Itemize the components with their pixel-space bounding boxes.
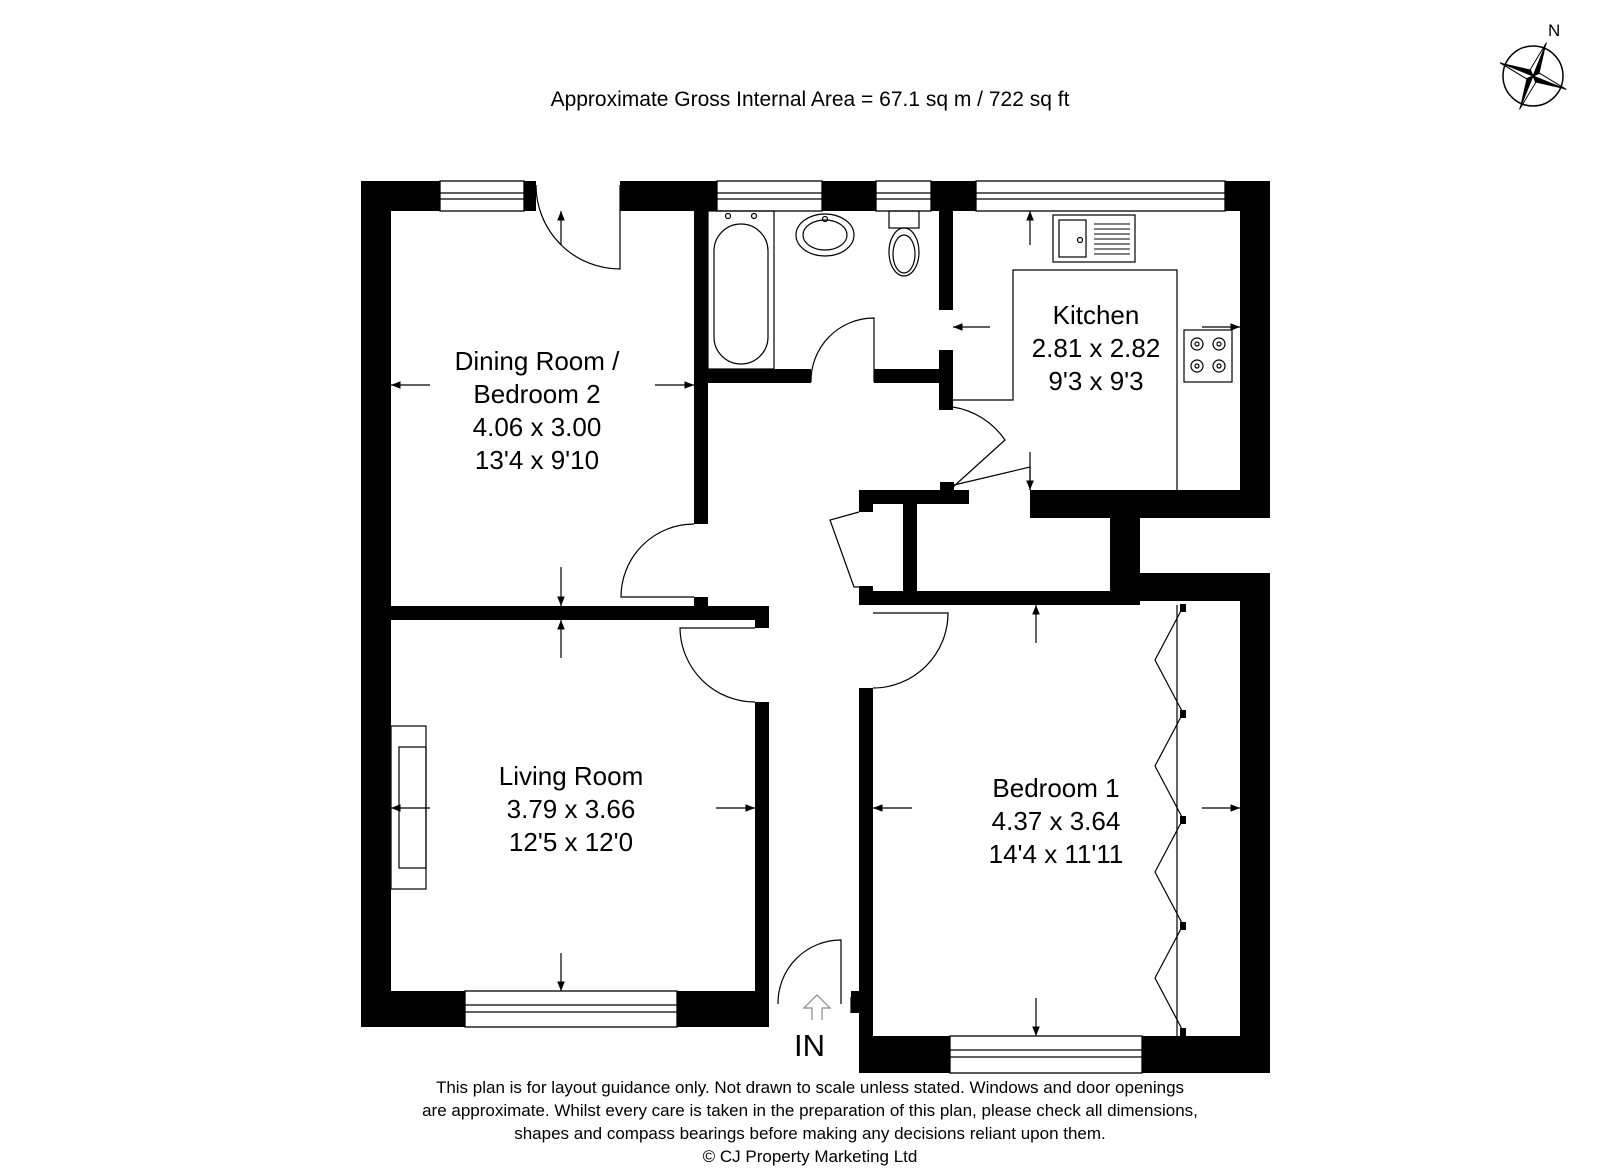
wall-dining-living xyxy=(361,606,769,620)
wall-dining-right-upper xyxy=(694,211,708,524)
wall-closet-left-top xyxy=(859,490,873,512)
bedroom1-metric: 4.37 x 3.64 xyxy=(991,806,1121,836)
sink-fixture xyxy=(1052,214,1136,263)
wall-bath-kitchen-upper xyxy=(939,211,953,310)
wall-right-lower xyxy=(1240,573,1270,1073)
dining-name-line1: Dining Room / xyxy=(454,346,620,376)
wall-closet-right xyxy=(1110,504,1140,574)
wall-entrance-jamb xyxy=(851,991,859,1013)
doors xyxy=(535,184,1031,1013)
bath-fixture xyxy=(707,210,775,370)
fixtures xyxy=(390,210,1233,1036)
dining-imperial: 13'4 x 9'10 xyxy=(474,445,600,475)
wall-living-bottom-left xyxy=(361,991,465,1027)
room-label-living: Living Room 3.79 x 3.66 12'5 x 12'0 xyxy=(499,760,644,859)
wall-closet-mid xyxy=(903,504,917,591)
walls xyxy=(361,181,1270,1073)
dining-metric: 4.06 x 3.00 xyxy=(472,412,602,442)
wall-left xyxy=(361,181,391,1027)
wall-bedroom-top xyxy=(859,591,1140,605)
dimension-arrows xyxy=(391,211,1240,1036)
kitchen-counter xyxy=(953,269,1178,490)
wall-living-right xyxy=(755,702,769,1027)
disclaimer-line2: are approximate. Whilst every care is ta… xyxy=(422,1101,1198,1120)
living-metric: 3.79 x 3.66 xyxy=(506,794,636,824)
bedroom1-imperial: 14'4 x 11'11 xyxy=(988,839,1124,869)
basin-fixture xyxy=(795,213,855,257)
wall-corner-stub xyxy=(859,586,873,605)
kitchen-metric: 2.81 x 2.82 xyxy=(1031,333,1161,363)
bath-tub xyxy=(713,223,769,365)
wc-cistern xyxy=(888,210,920,229)
room-label-kitchen: Kitchen 2.81 x 2.82 9'3 x 9'3 xyxy=(1032,299,1161,398)
wall-stub-living-door xyxy=(755,606,769,628)
windows xyxy=(439,180,1226,1074)
wall-top-2 xyxy=(524,181,536,211)
north-label: N xyxy=(1548,21,1560,40)
compass-icon: N xyxy=(1499,20,1580,110)
wardrobe-doors xyxy=(1154,606,1184,1032)
living-imperial: 12'5 x 12'0 xyxy=(508,827,634,857)
bedroom1-name: Bedroom 1 xyxy=(992,773,1120,803)
wall-living-bottom-right xyxy=(677,991,769,1027)
kitchen-imperial: 9'3 x 9'3 xyxy=(1048,366,1144,396)
wall-bed-bottom-right xyxy=(1142,1036,1270,1073)
wall-bath-bottom-left xyxy=(708,369,811,383)
wall-hall-right xyxy=(859,688,873,1073)
wall-right-upper xyxy=(1240,181,1270,518)
hob-fixture xyxy=(1183,329,1233,383)
disclaimer: This plan is for layout guidance only. N… xyxy=(0,1076,1620,1168)
wall-top-3 xyxy=(620,181,717,211)
wardrobe-hinges xyxy=(1180,604,1186,1036)
gross-area-title: Approximate Gross Internal Area = 67.1 s… xyxy=(550,88,1070,111)
room-label-bedroom1: Bedroom 1 4.37 x 3.64 14'4 x 11'11 xyxy=(989,772,1124,871)
dining-name-line2: Bedroom 2 xyxy=(473,379,601,409)
wall-dining-right-lower xyxy=(694,597,708,606)
disclaimer-line1: This plan is for layout guidance only. N… xyxy=(435,1078,1185,1097)
wc-bowl xyxy=(888,227,920,277)
wall-top-4 xyxy=(822,181,876,211)
room-label-dining: Dining Room / Bedroom 2 4.06 x 3.00 13'4… xyxy=(455,345,620,477)
wall-bed-bottom-left xyxy=(859,1036,950,1073)
wall-kitchen-door-stub xyxy=(940,482,954,492)
wall-top-5 xyxy=(931,181,976,211)
living-name: Living Room xyxy=(498,761,644,791)
entrance-arrow-icon xyxy=(802,994,832,1020)
entrance-label: IN xyxy=(794,1028,825,1063)
kitchen-name: Kitchen xyxy=(1052,300,1140,330)
wall-closet-top xyxy=(859,490,969,504)
wall-kitchen-bottom xyxy=(1030,490,1270,518)
wall-bath-bottom-right xyxy=(874,369,949,383)
copyright: © CJ Property Marketing Ltd xyxy=(702,1147,918,1166)
disclaimer-line3: shapes and compass bearings before makin… xyxy=(514,1124,1106,1143)
wall-bath-kitchen-lower xyxy=(939,350,953,410)
